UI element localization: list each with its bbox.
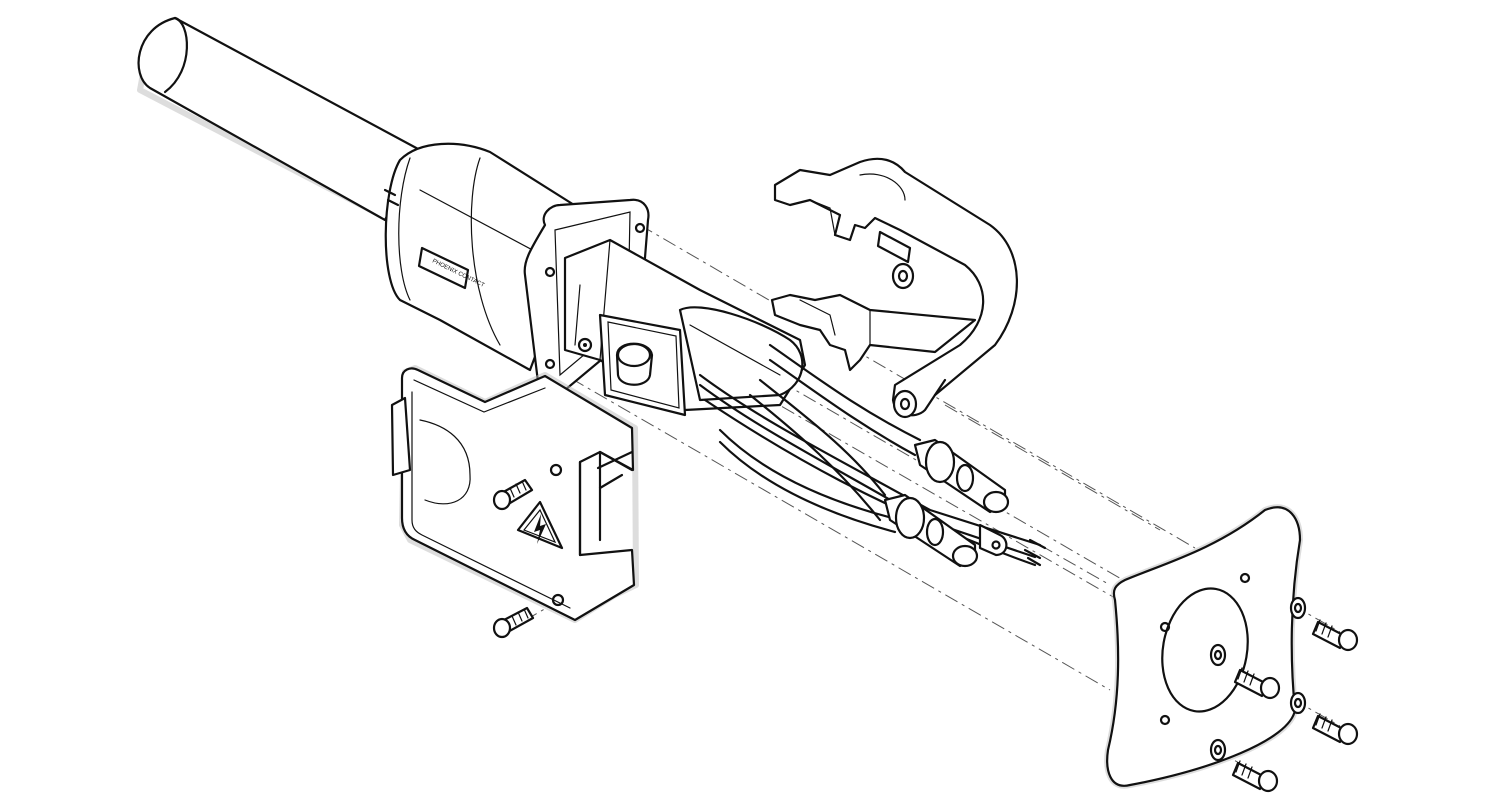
mounting-screw	[1311, 619, 1359, 652]
mounting-screw	[1233, 667, 1281, 700]
panel-gasket	[1104, 504, 1303, 789]
mounting-screw	[1311, 713, 1359, 746]
warning-label-icon	[516, 500, 564, 550]
cable	[137, 16, 422, 222]
washer	[1209, 738, 1227, 762]
locking-clip	[770, 157, 1018, 419]
mounting-screw	[1231, 760, 1279, 793]
cover-screw	[492, 606, 535, 639]
wire-conductors	[698, 343, 1047, 568]
strain-relief-bolt	[577, 313, 687, 417]
washer	[1289, 596, 1307, 620]
washer	[1289, 691, 1307, 715]
cover-screw	[492, 478, 534, 511]
washer	[1209, 643, 1227, 667]
